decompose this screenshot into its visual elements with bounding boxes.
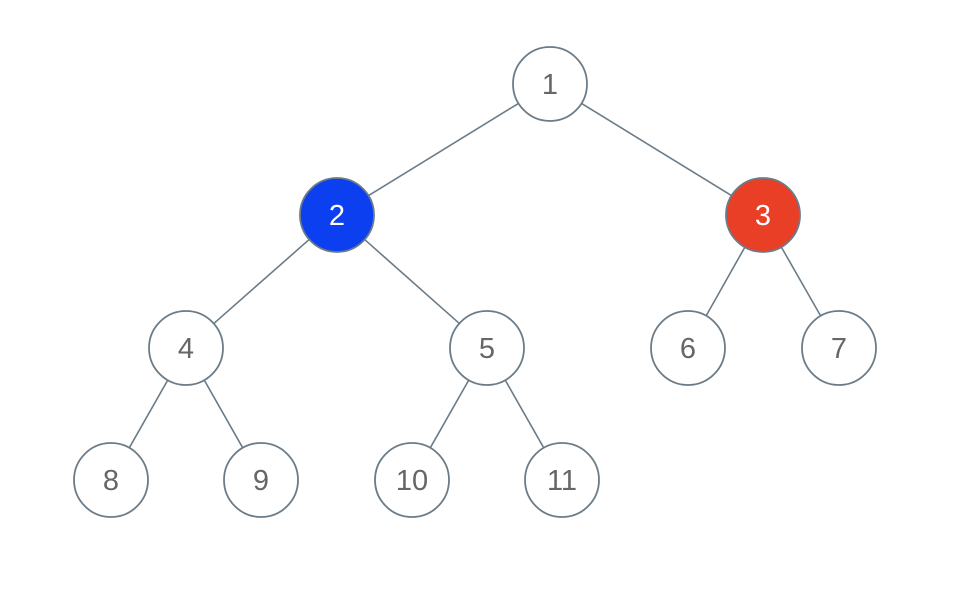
- edge-4-8: [128, 379, 169, 449]
- edge-1-3: [581, 102, 732, 197]
- node-label-11: 11: [547, 465, 577, 497]
- node-circle-1: [512, 46, 588, 122]
- tree-node-3: 3: [725, 177, 801, 253]
- node-circle-11: [524, 442, 600, 518]
- node-circle-10: [374, 442, 450, 518]
- node-label-7: 7: [831, 333, 847, 365]
- edge-2-4: [213, 238, 310, 325]
- edge-3-6: [705, 246, 746, 317]
- tree-node-2: 2: [299, 177, 375, 253]
- edge-5-11: [504, 379, 545, 449]
- node-circle-6: [650, 310, 726, 386]
- tree-node-11: 11: [524, 442, 600, 518]
- edge-3-7: [780, 246, 822, 317]
- node-circle-8: [73, 442, 149, 518]
- nodes-layer: 1 2 3 4 5 6 7 8 9 10 11: [73, 46, 877, 518]
- node-circle-5: [449, 310, 525, 386]
- node-label-9: 9: [253, 465, 269, 497]
- node-circle-9: [223, 442, 299, 518]
- tree-node-5: 5: [449, 310, 525, 386]
- node-circle-2: [299, 177, 375, 253]
- edge-1-2: [368, 102, 519, 197]
- tree-node-7: 7: [801, 310, 877, 386]
- tree-node-8: 8: [73, 442, 149, 518]
- tree-node-6: 6: [650, 310, 726, 386]
- node-label-6: 6: [680, 333, 696, 365]
- node-label-10: 10: [396, 465, 428, 497]
- node-label-5: 5: [479, 333, 495, 365]
- node-label-4: 4: [178, 333, 194, 365]
- node-label-2: 2: [329, 200, 345, 232]
- node-circle-3: [725, 177, 801, 253]
- node-circle-7: [801, 310, 877, 386]
- tree-node-1: 1: [512, 46, 588, 122]
- node-label-3: 3: [755, 200, 771, 232]
- tree-node-4: 4: [148, 310, 224, 386]
- edges-layer: [128, 102, 822, 449]
- node-circle-4: [148, 310, 224, 386]
- tree-node-10: 10: [374, 442, 450, 518]
- tree-node-9: 9: [223, 442, 299, 518]
- edge-4-9: [203, 379, 244, 449]
- node-label-8: 8: [103, 465, 119, 497]
- edge-2-5: [364, 238, 460, 325]
- edge-5-10: [429, 379, 470, 449]
- node-label-1: 1: [542, 69, 558, 101]
